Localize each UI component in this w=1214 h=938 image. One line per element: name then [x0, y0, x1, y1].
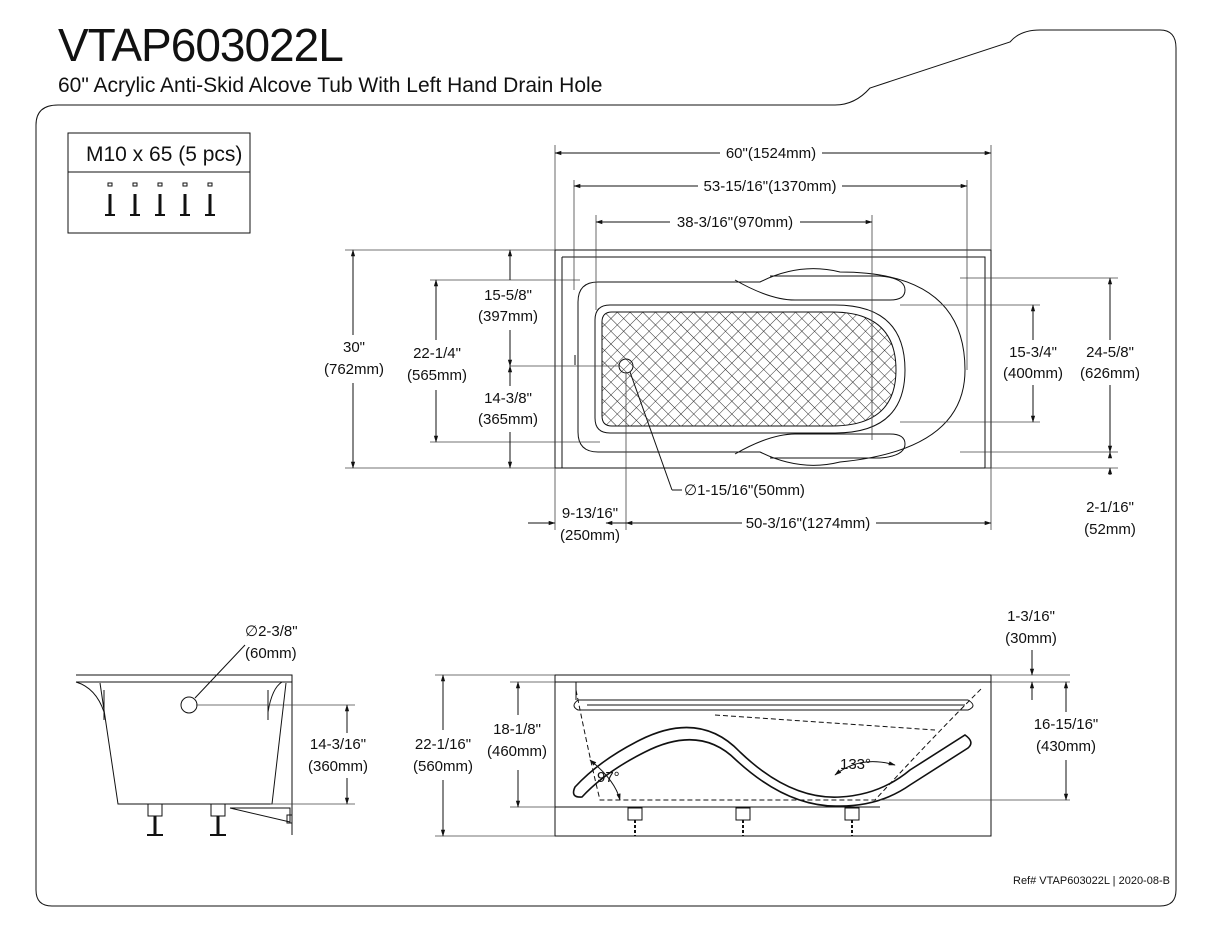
- dim-flange-mm: (30mm): [1005, 630, 1057, 647]
- dim-inner-width-in: 22-1/4": [413, 345, 461, 362]
- dim-total-height-mm: (560mm): [413, 758, 473, 775]
- dim-apron-in: 2-1/16": [1086, 499, 1134, 516]
- dim-drain-top-in: 15-5/8": [484, 287, 532, 304]
- model-title: VTAP603022L: [58, 19, 344, 71]
- overflow-hole: [180, 696, 198, 714]
- end-feet: [147, 803, 226, 836]
- top-view: 60"(1524mm) 53-15/16"(1370mm) 38-3/16"(9…: [324, 145, 1140, 544]
- dim-inner-width-mm: (565mm): [407, 367, 467, 384]
- dim-bottom-width-mm: (400mm): [1003, 365, 1063, 382]
- dim-rim-width-in: 24-5/8": [1086, 344, 1134, 361]
- dim-drain-diameter: ∅1-15/16"(50mm): [684, 482, 805, 499]
- end-view: ∅2-3/8" (60mm) 14-3/16" (360mm): [75, 623, 368, 836]
- dim-depth-mm: (460mm): [487, 743, 547, 760]
- dim-flange-in: 1-3/16": [1007, 608, 1055, 625]
- dim-overflow-height-in: 14-3/16": [310, 736, 366, 753]
- angle-left: 97°: [597, 769, 620, 786]
- sheet-frame: [35, 29, 1177, 907]
- dim-drain-top-mm: (397mm): [478, 308, 538, 325]
- dim-drain-bottom-mm: (365mm): [478, 411, 538, 428]
- dim-drain-from-end-mm: (250mm): [560, 527, 620, 544]
- dim-inner-length: 53-15/16"(1370mm): [704, 178, 837, 195]
- dim-width-in: 30": [343, 339, 365, 356]
- dim-overall-length: 60"(1524mm): [726, 145, 816, 162]
- dim-depth-in: 18-1/8": [493, 721, 541, 738]
- dim-drain-from-end-in: 9-13/16": [562, 505, 618, 522]
- dim-apron-mm: (52mm): [1084, 521, 1136, 538]
- reference-number: Ref# VTAP603022L | 2020-08-B: [1013, 875, 1170, 887]
- dim-bottom-width-in: 15-3/4": [1009, 344, 1057, 361]
- dim-rim-width-mm: (626mm): [1080, 365, 1140, 382]
- dim-water-depth-mm: (430mm): [1036, 738, 1096, 755]
- dim-drain-to-end: 50-3/16"(1274mm): [746, 515, 871, 532]
- product-description: 60" Acrylic Anti-Skid Alcove Tub With Le…: [58, 74, 603, 97]
- bolt-icons: [105, 182, 215, 216]
- hardware-box: [67, 132, 251, 234]
- dim-overflow-height-mm: (360mm): [308, 758, 368, 775]
- hardware-label: M10 x 65 (5 pcs): [86, 143, 243, 166]
- side-view: 22-1/16" (560mm) 18-1/8" (460mm) 1-3/16"…: [413, 608, 1099, 837]
- dim-drain-bottom-in: 14-3/8": [484, 390, 532, 407]
- dim-total-height-in: 22-1/16": [415, 736, 471, 753]
- dim-overflow-dia-in: ∅2-3/8": [245, 623, 298, 640]
- dim-bottom-length: 38-3/16"(970mm): [677, 214, 793, 231]
- dim-overflow-dia-mm: (60mm): [245, 645, 297, 662]
- dim-width-mm: (762mm): [324, 361, 384, 378]
- anti-skid-pattern: [601, 311, 897, 427]
- angle-right: 133°: [840, 756, 871, 773]
- side-feet: [627, 807, 860, 836]
- dim-water-depth-in: 16-15/16": [1034, 716, 1099, 733]
